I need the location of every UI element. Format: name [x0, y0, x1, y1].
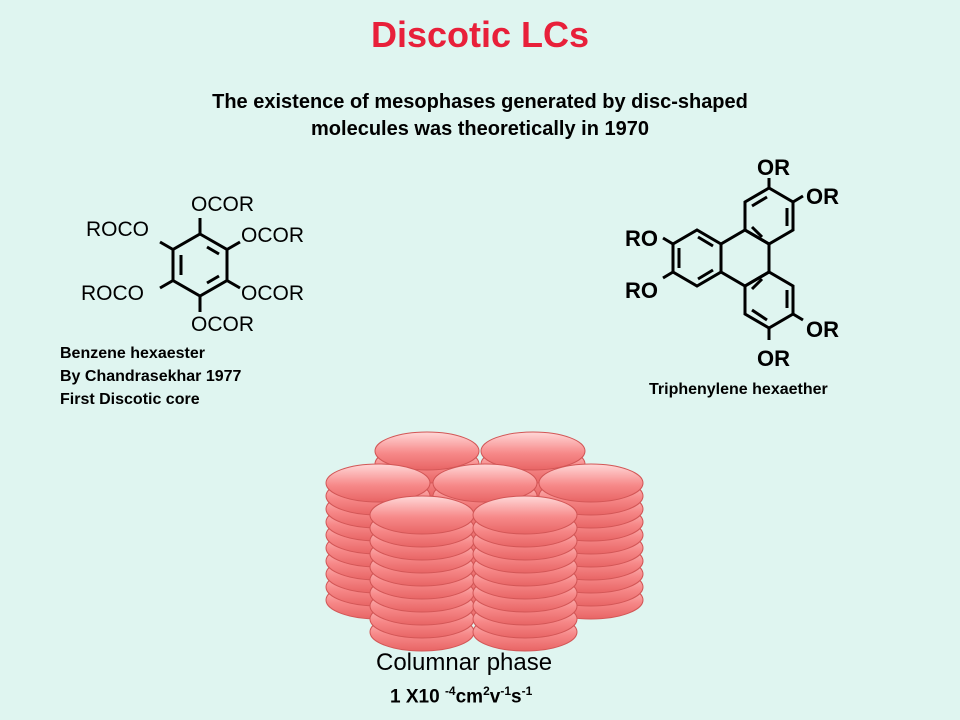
disc: [369, 495, 475, 535]
triphenylene-caption: Triphenylene hexaether: [649, 381, 828, 398]
benzene-upper-left-substituent: ROCO: [86, 218, 149, 241]
mobility-exponent: -1: [521, 684, 533, 698]
subtitle-line-1: The existence of mesophases generated by…: [212, 91, 748, 113]
benzene-top-substituent: OCOR: [191, 193, 254, 216]
benzene-caption-line: Benzene hexaester: [60, 345, 205, 362]
disc-stacks: [325, 431, 644, 652]
charge-mobility-value: 1 X10 -4cm2v-1s-1: [390, 684, 532, 708]
triphenylene-top-substituent-2: OR: [806, 184, 839, 209]
benzene-bottom-substituent: OCOR: [191, 313, 254, 336]
benzene-caption-line: By Chandrasekhar 1977: [60, 368, 242, 385]
triphenylene-left-substituent-2: RO: [625, 278, 658, 303]
triphenylene-bottom-substituent-2: OR: [757, 346, 790, 371]
benzene-lower-left-substituent: ROCO: [81, 282, 144, 305]
disc: [325, 463, 431, 503]
disc: [472, 495, 578, 535]
triphenylene-left-substituent-1: RO: [625, 226, 658, 251]
disc: [538, 463, 644, 503]
mobility-exponent: -1: [500, 684, 512, 698]
benzene-lower-right-substituent: OCOR: [241, 282, 304, 305]
mobility-exponent: -4: [444, 684, 456, 698]
triphenylene-rings: [662, 178, 804, 340]
benzene-ring: [159, 218, 241, 312]
mobility-unit: s: [511, 686, 522, 708]
mobility-unit: cm: [455, 686, 484, 708]
mobility-exponent: 2: [483, 684, 490, 698]
benzene-caption: Benzene hexaester By Chandrasekhar 1977 …: [60, 342, 241, 411]
mobility-prefix: 1 X10: [390, 686, 440, 708]
triphenylene-bottom-substituent-1: OR: [806, 317, 839, 342]
page-title: Discotic LCs: [370, 14, 590, 55]
disc: [480, 431, 586, 471]
disc: [432, 463, 538, 503]
columnar-phase-label: Columnar phase: [376, 649, 553, 676]
benzene-caption-line: First Discotic core: [60, 391, 200, 408]
subtitle-line-2: molecules was theoretically in 1970: [311, 118, 649, 140]
mobility-unit: v: [489, 686, 501, 708]
benzene-upper-right-substituent: OCOR: [241, 224, 304, 247]
subtitle: The existence of mesophases generated by…: [120, 89, 840, 143]
triphenylene-top-substituent-1: OR: [757, 155, 790, 180]
disc: [374, 431, 480, 471]
